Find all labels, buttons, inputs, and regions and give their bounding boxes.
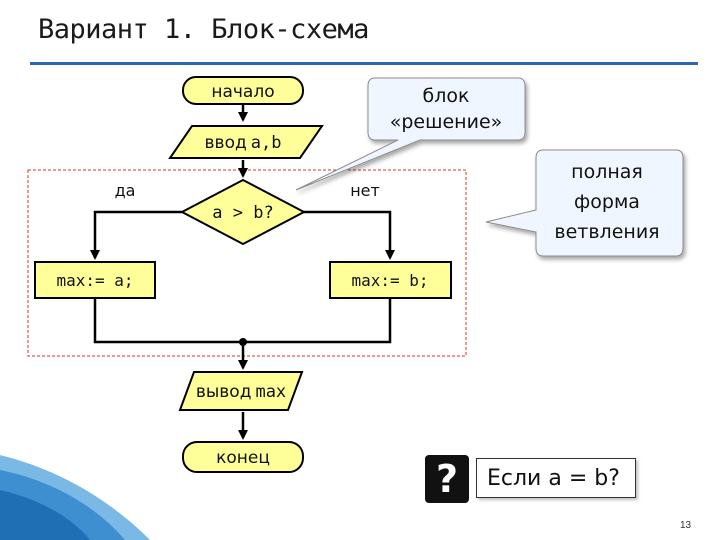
condition-label: a > b? — [212, 203, 273, 223]
merge-point — [239, 338, 247, 346]
question-mark-icon: ? — [425, 455, 469, 503]
end-label: конец — [216, 448, 270, 468]
callout-branching-line2: форма — [574, 191, 640, 213]
condition-block — [179, 178, 307, 246]
slide-title: Вариант 1. Блок-схема — [38, 14, 369, 45]
no-label: нет — [350, 181, 380, 200]
start-label: начало — [211, 82, 274, 102]
start-block — [182, 76, 304, 105]
output-word: вывод — [196, 382, 252, 402]
arrow-yes-branch — [90, 210, 182, 260]
end-block — [182, 441, 304, 473]
arrow-no-branch — [304, 210, 395, 260]
output-var: max — [255, 382, 286, 402]
callout-branching-line1: полная — [571, 161, 643, 183]
callout-decision-line1: блок — [423, 85, 470, 107]
question-box: Если a = b? — [476, 458, 636, 498]
question-text: Если a = b? — [487, 465, 620, 491]
yes-label: да — [115, 181, 136, 200]
title-rule — [30, 62, 698, 65]
assign-a-label: max:= a; — [56, 271, 133, 290]
decorative-wave — [0, 455, 150, 540]
assign-a-block — [34, 261, 156, 299]
page-number: 13 — [680, 520, 692, 531]
callout-decision — [295, 77, 526, 191]
merge-line — [93, 298, 392, 344]
output-block — [178, 371, 304, 411]
input-word: ввод — [205, 133, 247, 153]
assign-b-label: max:= b; — [351, 271, 428, 290]
input-block — [168, 125, 324, 159]
callout-decision-line2: «решение» — [390, 111, 503, 133]
input-vars: a,b — [251, 133, 282, 153]
assign-b-block — [329, 261, 452, 299]
callout-branching — [485, 149, 684, 257]
callout-branching-line3: ветвления — [554, 221, 659, 243]
branching-frame — [27, 169, 467, 357]
